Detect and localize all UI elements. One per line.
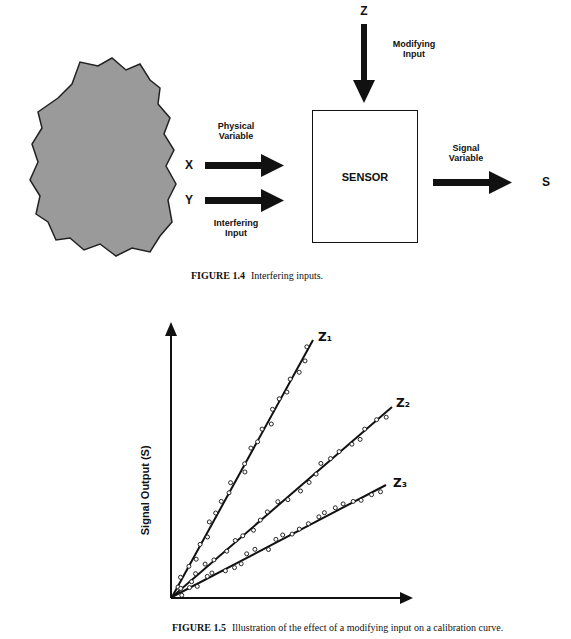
data-point xyxy=(281,533,285,537)
data-point xyxy=(341,502,345,506)
data-point xyxy=(180,593,184,597)
data-point xyxy=(227,491,231,495)
input-label: Interfering Input xyxy=(208,218,264,239)
data-point xyxy=(179,586,183,590)
input-symbol: Y xyxy=(185,194,193,208)
data-point xyxy=(260,427,264,431)
calibration-chart xyxy=(165,322,413,604)
data-point xyxy=(188,586,192,590)
curve-label: Z₁ xyxy=(318,331,332,345)
data-point xyxy=(370,493,374,497)
data-point xyxy=(319,461,323,465)
data-point xyxy=(299,489,303,493)
data-point xyxy=(333,506,337,510)
data-point xyxy=(288,377,292,381)
data-point xyxy=(306,522,310,526)
output-symbol: S xyxy=(542,176,550,190)
data-point xyxy=(322,511,326,515)
data-point xyxy=(241,534,245,538)
data-point xyxy=(198,542,202,546)
data-point xyxy=(239,562,243,566)
data-point xyxy=(265,510,269,514)
data-point xyxy=(267,548,271,552)
data-point xyxy=(219,499,223,503)
input-label: Physical Variable xyxy=(208,121,264,142)
data-point xyxy=(207,520,211,524)
data-point xyxy=(350,442,354,446)
data-point xyxy=(253,547,257,551)
data-point xyxy=(274,537,278,541)
data-point xyxy=(329,457,333,461)
data-point xyxy=(245,552,249,556)
data-point xyxy=(252,528,256,532)
data-point xyxy=(290,532,294,536)
axis-title: Signal Output (S) xyxy=(139,445,152,535)
data-point xyxy=(384,415,388,419)
figure-number: FIGURE 1.5 xyxy=(172,622,226,634)
data-point xyxy=(233,539,237,543)
data-point xyxy=(223,569,227,573)
data-point xyxy=(285,390,289,394)
data-point xyxy=(179,575,183,579)
curve-label: Z₃ xyxy=(393,477,407,491)
data-point xyxy=(317,515,321,519)
data-point xyxy=(206,535,210,539)
data-point xyxy=(358,437,362,441)
data-point xyxy=(194,557,198,561)
physical-object-blob xyxy=(30,58,176,256)
input-symbol: Z xyxy=(360,5,367,19)
output-label: Signal Variable xyxy=(440,143,492,164)
data-point xyxy=(271,407,275,411)
data-point xyxy=(297,370,301,374)
data-point xyxy=(243,462,247,466)
data-point xyxy=(286,498,290,502)
data-point xyxy=(203,562,207,566)
data-point xyxy=(379,490,383,494)
data-point xyxy=(269,422,273,426)
input-symbol: X xyxy=(185,159,193,173)
data-point xyxy=(212,558,216,562)
data-point xyxy=(351,499,355,503)
data-point xyxy=(375,418,379,422)
curve-label: Z₂ xyxy=(396,397,410,411)
data-point xyxy=(210,571,214,575)
data-point xyxy=(214,511,218,515)
data-point xyxy=(190,580,194,584)
data-point xyxy=(363,427,367,431)
data-point xyxy=(297,527,301,531)
data-point xyxy=(256,440,260,444)
data-point xyxy=(303,359,307,363)
data-point xyxy=(243,470,247,474)
data-point xyxy=(194,572,198,576)
data-point xyxy=(258,518,262,522)
data-point xyxy=(205,574,209,578)
box-label: SENSOR xyxy=(342,171,388,183)
data-point xyxy=(225,549,229,553)
data-point xyxy=(337,450,341,454)
data-point xyxy=(187,564,191,568)
data-point xyxy=(195,584,199,588)
data-point xyxy=(229,481,233,485)
data-point xyxy=(277,397,281,401)
figure-caption: Illustration of the effect of a modifyin… xyxy=(232,622,503,634)
data-point xyxy=(305,345,309,349)
data-point xyxy=(359,498,363,502)
figure-caption: Interfering inputs. xyxy=(251,270,323,282)
data-point xyxy=(276,500,280,504)
data-point xyxy=(249,446,253,450)
input-label: Modifying Input xyxy=(386,39,442,60)
figure-number: FIGURE 1.4 xyxy=(191,270,245,282)
sensor-box: SENSOR xyxy=(312,110,418,243)
data-point xyxy=(233,566,237,570)
data-point xyxy=(314,472,318,476)
data-point xyxy=(307,480,311,484)
